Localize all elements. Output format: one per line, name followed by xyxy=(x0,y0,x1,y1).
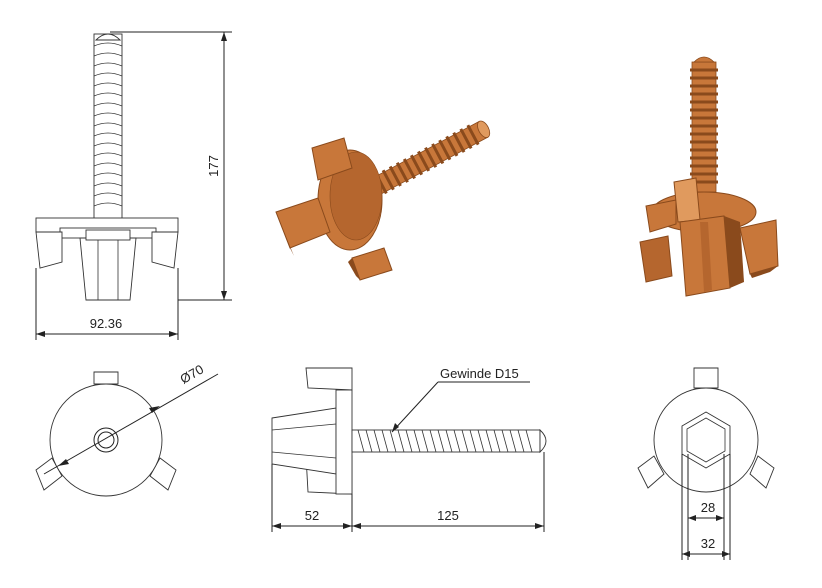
front-view-thread xyxy=(93,42,123,207)
bottom-view: 28 32 xyxy=(637,367,775,560)
hex-inner-label: 28 xyxy=(701,500,715,515)
top-view: Ø70 xyxy=(35,361,219,497)
head-length-label: 52 xyxy=(305,508,319,523)
thread-label: Gewinde D15 xyxy=(440,366,519,381)
width-dimension-label: 92.36 xyxy=(90,316,123,331)
screw-length-label: 125 xyxy=(437,508,459,523)
render-angled-view xyxy=(275,120,491,281)
hex-outer-label: 32 xyxy=(701,536,715,551)
width-dimension: 92.36 xyxy=(35,268,179,340)
height-dimension-label: 177 xyxy=(206,155,221,177)
height-dimension: 177 xyxy=(110,31,232,301)
side-view-thread xyxy=(357,429,533,453)
front-view xyxy=(35,33,179,301)
side-view: Gewinde D15 52 125 xyxy=(271,366,547,532)
render-upright-view xyxy=(639,56,779,297)
